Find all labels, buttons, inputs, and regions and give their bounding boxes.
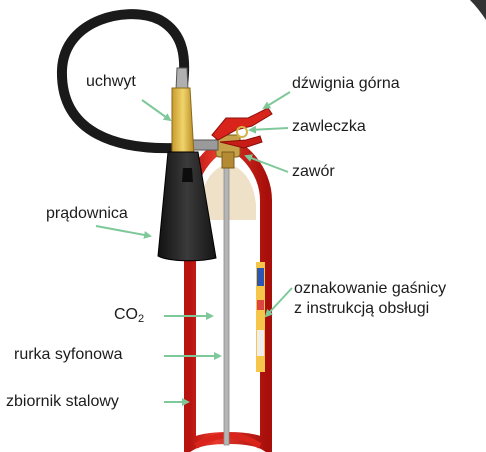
hose-fitting [176,68,188,90]
siphon-tube [224,160,229,445]
label-siphon-tube: rurka syfonowa [14,346,123,364]
label-valve: zawór [292,163,335,181]
handle-grip [172,88,194,155]
label-marking-line1: oznakowanie gaśnicy [294,280,446,298]
arrow-pin [250,128,288,130]
upper-lever [212,108,272,140]
valve-neck [192,140,218,150]
background-edge [470,0,486,20]
arrow-horn [96,226,150,236]
arrow-upper-lever [264,92,290,108]
label-upper-lever: dźwignia górna [292,75,400,93]
label-marking-line2: z instrukcją obsługi [294,300,429,318]
label-steel-tank: zbiornik stalowy [6,393,119,411]
label-co2-main: CO [114,306,138,323]
label-discharge-horn: prądownica [46,205,128,223]
label-handle: uchwyt [86,73,136,91]
label-co2-sub: 2 [138,313,144,325]
arrow-handle [142,100,170,120]
label-pin: zawleczka [292,118,366,136]
label-co2: CO2 [114,306,144,328]
